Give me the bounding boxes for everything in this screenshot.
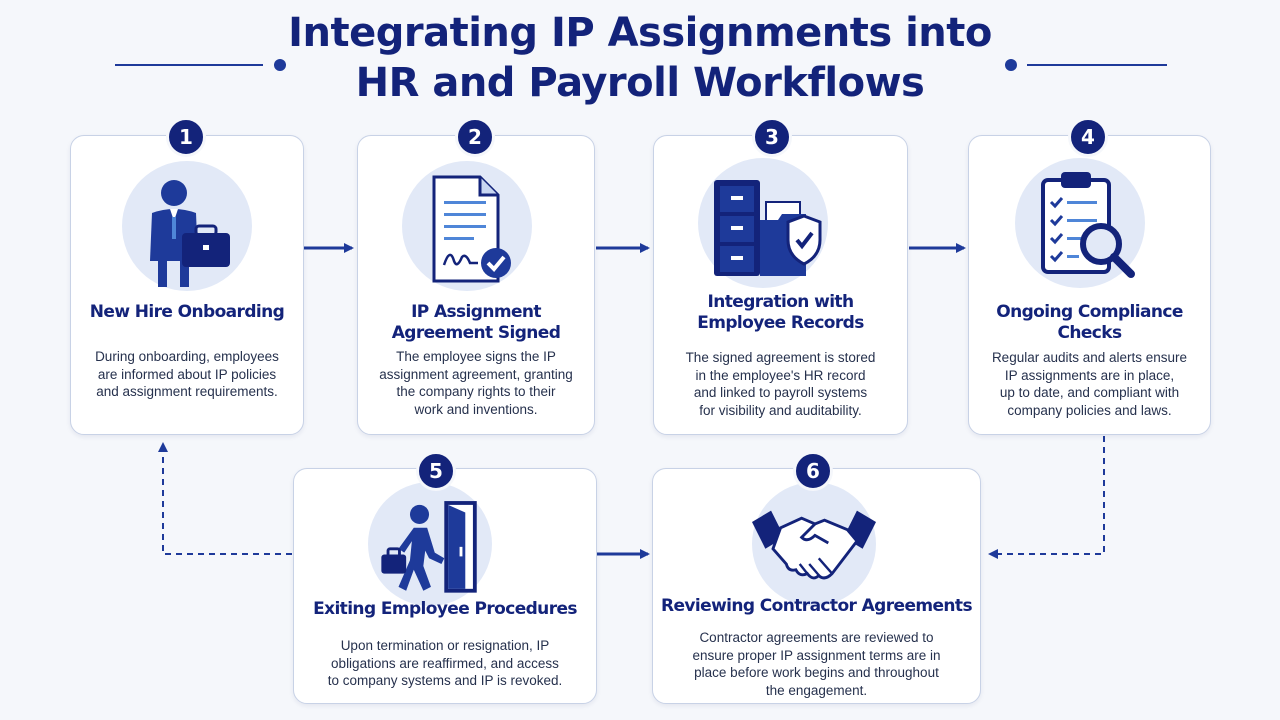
title-decoration-right-line bbox=[1027, 64, 1167, 66]
person-exiting-door-icon bbox=[368, 482, 492, 606]
step-6-desc-line: the engagement. bbox=[765, 682, 868, 698]
step-1-title: New Hire Onboarding bbox=[71, 302, 303, 323]
step-2-description: The employee signs the IP assignment agr… bbox=[372, 348, 580, 418]
step-4-title: Ongoing Compliance Checks bbox=[969, 302, 1210, 344]
step-2-desc-line: The employee signs the IP bbox=[396, 349, 556, 364]
step-3-title: Integration with Employee Records bbox=[654, 292, 907, 334]
step-5-title: Exiting Employee Procedures bbox=[294, 599, 596, 620]
step-1-description: During onboarding, employees are informe… bbox=[85, 348, 289, 401]
step-4-desc-line: IP assignments are in place, bbox=[1004, 367, 1175, 383]
step-6-desc-line: ensure proper IP assignment terms are in bbox=[692, 647, 941, 663]
step-card-1: New Hire Onboarding During onboarding, e… bbox=[70, 135, 304, 435]
step-3-desc-line: The signed agreement is stored bbox=[685, 350, 876, 365]
step-badge-6: 6 bbox=[793, 451, 833, 491]
title-line-1: Integrating IP Assignments into bbox=[288, 10, 992, 56]
step-badge-2: 2 bbox=[455, 117, 495, 157]
step-2-desc-line: the company rights to their bbox=[396, 384, 556, 399]
step-badge-5: 5 bbox=[416, 451, 456, 491]
step-6-desc-line: place before work begins and throughout bbox=[694, 665, 939, 680]
step-5-desc-line: obligations are reaffirmed, and access bbox=[331, 655, 559, 671]
step-5-title-line: Exiting Employee Procedures bbox=[313, 599, 577, 619]
handshake-icon bbox=[752, 482, 876, 606]
step-4-desc-line: company policies and laws. bbox=[1007, 402, 1172, 418]
step-6-title: Reviewing Contractor Agreements bbox=[653, 596, 980, 617]
title-decoration-left-line bbox=[115, 64, 263, 66]
step-card-3: Integration with Employee Records The si… bbox=[653, 135, 908, 435]
step-card-6: Reviewing Contractor Agreements Contract… bbox=[652, 468, 981, 704]
diagram-title: Integrating IP Assignments into HR and P… bbox=[0, 8, 1280, 108]
step-badge-3: 3 bbox=[752, 117, 792, 157]
step-card-5: Exiting Employee Procedures Upon termina… bbox=[293, 468, 597, 704]
step-2-desc-line: work and inventions. bbox=[414, 401, 538, 417]
step-4-title-line: Ongoing Compliance Checks bbox=[996, 302, 1183, 343]
step-4-desc-line: up to date, and compliant with bbox=[999, 385, 1180, 400]
title-line-2: HR and Payroll Workflows bbox=[355, 60, 925, 106]
step-6-title-line: Reviewing Contractor Agreements bbox=[661, 596, 973, 616]
step-1-title-line: New Hire Onboarding bbox=[89, 302, 285, 322]
step-2-title-line: IP Assignment Agreement Signed bbox=[391, 302, 561, 343]
step-3-desc-line: in the employee's HR record bbox=[695, 367, 866, 383]
step-badge-1: 1 bbox=[166, 117, 206, 157]
step-card-2: IP Assignment Agreement Signed The emplo… bbox=[357, 135, 595, 435]
step-4-description: Regular audits and alerts ensure IP assi… bbox=[983, 349, 1196, 419]
step-3-description: The signed agreement is stored in the em… bbox=[668, 349, 893, 419]
title-decoration-left-dot bbox=[274, 59, 286, 71]
file-cabinet-shield-icon bbox=[698, 158, 828, 288]
dashed-arrow-5-to-1 bbox=[158, 442, 292, 555]
step-3-title-line: Integration with bbox=[707, 292, 855, 312]
step-6-desc-line: Contractor agreements are reviewed to bbox=[699, 630, 934, 645]
title-decoration-right-dot bbox=[1005, 59, 1017, 71]
step-3-desc-line: and linked to payroll systems bbox=[693, 385, 868, 400]
step-3-desc-line: for visibility and auditability. bbox=[699, 402, 862, 418]
step-5-desc-line: to company systems and IP is revoked. bbox=[327, 673, 563, 688]
step-1-desc-line: and assignment requirements. bbox=[96, 384, 278, 399]
step-badge-4: 4 bbox=[1068, 117, 1108, 157]
checklist-magnifier-icon bbox=[1015, 158, 1145, 288]
step-4-desc-line: Regular audits and alerts ensure bbox=[991, 350, 1188, 365]
step-5-desc-line: Upon termination or resignation, IP bbox=[340, 638, 550, 653]
step-1-desc-line: are informed about IP policies bbox=[97, 366, 277, 382]
step-6-description: Contractor agreements are reviewed to en… bbox=[667, 629, 966, 699]
step-2-title: IP Assignment Agreement Signed bbox=[358, 302, 594, 344]
step-2-desc-line: assignment agreement, granting bbox=[379, 366, 573, 382]
step-5-description: Upon termination or resignation, IP obli… bbox=[308, 637, 582, 690]
step-card-4: Ongoing Compliance Checks Regular audits… bbox=[968, 135, 1211, 435]
signed-document-icon bbox=[402, 161, 532, 291]
dashed-arrow-4-to-6 bbox=[988, 436, 1105, 559]
employee-with-briefcase-icon bbox=[122, 161, 252, 291]
step-1-desc-line: During onboarding, employees bbox=[95, 349, 279, 364]
step-3-title-line: Employee Records bbox=[697, 313, 864, 333]
